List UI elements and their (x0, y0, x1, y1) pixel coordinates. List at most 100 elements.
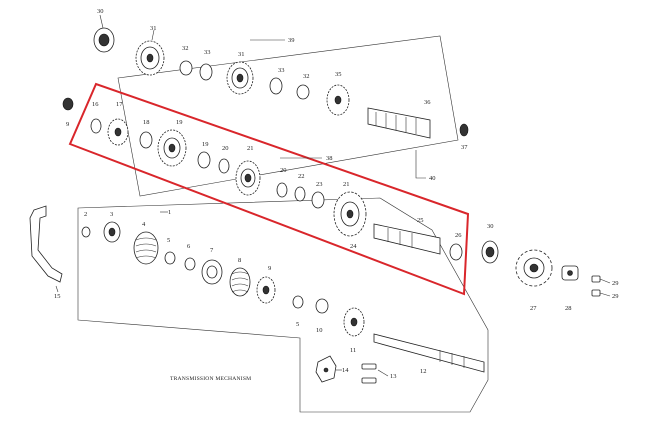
callout-6: 6 (187, 243, 191, 250)
callout-30-top: 30 (97, 8, 104, 15)
washer-5-right (292, 295, 304, 309)
callout-1: 1 (168, 209, 171, 216)
washer-6 (184, 257, 196, 271)
callout-31-left: 31 (150, 25, 157, 32)
ring-33-right (269, 77, 283, 95)
callout-33-right: 33 (278, 67, 285, 74)
callout-19: 19 (176, 119, 183, 126)
ring-20-left (218, 158, 230, 174)
gear-35 (326, 84, 350, 116)
callout-16: 16 (92, 101, 99, 108)
callout-39: 39 (288, 37, 295, 44)
bearing-30-top (93, 27, 115, 53)
callout-27: 27 (530, 305, 537, 312)
callout-14: 14 (342, 367, 349, 374)
callout-22: 22 (298, 173, 305, 180)
washer-10 (315, 298, 329, 314)
callout-40: 40 (429, 175, 436, 182)
ring-19 (197, 151, 211, 169)
ring-32-left (179, 60, 193, 76)
spindle-3 (103, 221, 121, 243)
gear-17 (107, 118, 129, 146)
washer-5-left (164, 251, 176, 265)
callout-37: 37 (461, 144, 468, 151)
gear-11 (343, 307, 365, 337)
ring-22 (294, 186, 306, 202)
callout-20-right: 20 (280, 167, 287, 174)
callout-29-bottom: 29 (612, 293, 619, 300)
shaft-25 (373, 223, 441, 255)
gear-31-left (135, 40, 165, 76)
spring-8 (229, 267, 251, 297)
bushing-37 (459, 123, 469, 137)
callout-9-left: 9 (66, 121, 69, 128)
callout-20-left: 20 (222, 145, 229, 152)
sprocket-27 (515, 249, 553, 287)
callout-11: 11 (350, 347, 356, 354)
leader-40 (415, 150, 426, 179)
callout-36: 36 (424, 99, 431, 106)
callout-25: 25 (417, 217, 424, 224)
callout-35: 35 (335, 71, 342, 78)
bolt-29-top (591, 275, 601, 283)
ratchet-7 (201, 259, 223, 285)
callout-19b: 19 (202, 141, 209, 148)
kick-lever-15 (29, 205, 63, 293)
frame-mainshaft-group (77, 197, 489, 413)
spring-4 (133, 231, 159, 265)
bolts-13 (361, 363, 377, 384)
callout-2: 2 (84, 211, 87, 218)
callout-10: 10 (316, 327, 323, 334)
ring-33-left (199, 63, 213, 81)
ring-32-right (296, 84, 310, 100)
callout-18: 18 (143, 119, 150, 126)
callout-12: 12 (420, 368, 427, 375)
plate-14 (315, 355, 337, 383)
callout-3: 3 (110, 211, 113, 218)
bushing-9 (256, 276, 276, 304)
callout-5-right: 5 (296, 321, 299, 328)
clip-2 (81, 226, 91, 238)
callout-13: 13 (390, 373, 397, 380)
callout-21-right: 21 (343, 181, 350, 188)
callout-24: 24 (350, 243, 357, 250)
callout-5-left: 5 (167, 237, 170, 244)
callout-30-right: 30 (487, 223, 494, 230)
callout-8: 8 (238, 257, 241, 264)
gear-21-left (235, 160, 261, 196)
callout-23: 23 (316, 181, 323, 188)
bearing-30-right (481, 240, 499, 264)
callout-4: 4 (142, 221, 146, 228)
callout-31-right: 31 (238, 51, 245, 58)
diagram-caption: TRANSMISSION MECHANISM (170, 376, 251, 382)
ring-18 (139, 131, 153, 149)
gear-31-right (226, 61, 254, 95)
callout-9: 9 (268, 265, 271, 272)
callout-26: 26 (455, 232, 462, 239)
highlight-box (68, 82, 470, 296)
callout-38: 38 (326, 155, 333, 162)
callout-15: 15 (54, 293, 61, 300)
bolt-29-bottom (591, 289, 601, 297)
callout-21-left: 21 (247, 145, 254, 152)
ring-20-right (276, 182, 288, 198)
plate-28 (561, 265, 579, 281)
gear-24 (333, 191, 367, 237)
shaft-12 (373, 333, 485, 373)
callout-33-left: 33 (204, 49, 211, 56)
ring-23 (311, 191, 325, 209)
callout-7: 7 (210, 247, 214, 254)
shaft-36 (367, 107, 431, 139)
callout-29-top: 29 (612, 280, 619, 287)
bushing-9-left (62, 97, 74, 111)
washer-16 (90, 118, 102, 134)
callout-32-right: 32 (303, 73, 310, 80)
callout-17: 17 (116, 101, 123, 108)
callout-28: 28 (565, 305, 572, 312)
frame-countershaft-group (117, 35, 459, 197)
ring-26 (449, 243, 463, 261)
callout-32-left: 32 (182, 45, 189, 52)
gear-19 (157, 129, 187, 167)
